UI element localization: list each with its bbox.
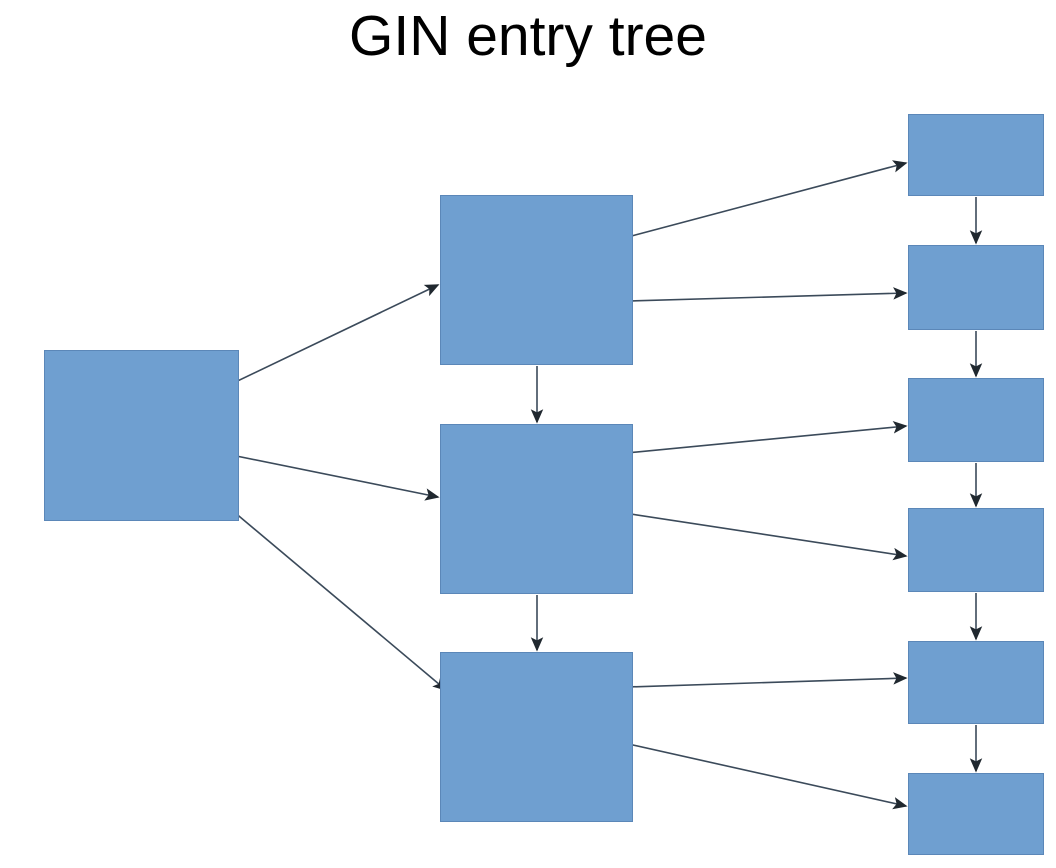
node-mid-1[interactable] <box>440 195 633 365</box>
edge-mid-3-to-leaf-5 <box>596 672 908 689</box>
node-leaf-2[interactable] <box>908 245 1044 330</box>
edge-mid-3-to-leaf-6 <box>596 736 908 810</box>
node-leaf-4[interactable] <box>908 508 1044 592</box>
node-mid-3[interactable] <box>440 652 633 822</box>
node-leaf-3[interactable] <box>908 378 1044 462</box>
node-leaf-1[interactable] <box>908 114 1044 196</box>
edge-mid-2-to-leaf-4 <box>584 506 908 561</box>
node-leaf-5[interactable] <box>908 641 1044 724</box>
node-leaf-6[interactable] <box>908 773 1044 855</box>
edge-mid-2-to-leaf-3 <box>584 421 908 458</box>
page-title: GIN entry tree <box>349 4 707 68</box>
node-mid-2[interactable] <box>440 424 633 594</box>
node-root[interactable] <box>44 350 239 521</box>
